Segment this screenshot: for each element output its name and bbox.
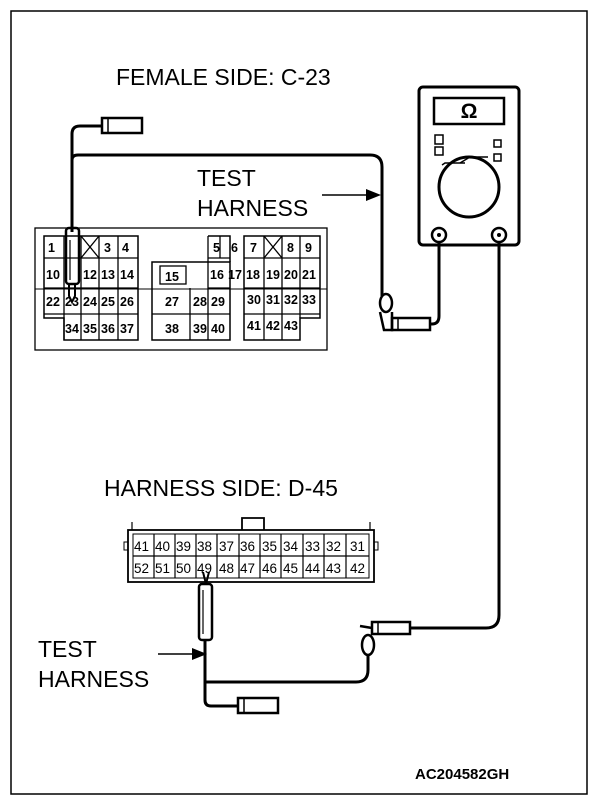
female-side-label: FEMALE SIDE: C-23 [116, 64, 331, 90]
pin-label: 39 [176, 539, 191, 554]
pin-label: 38 [197, 539, 212, 554]
pin-label: 49 [197, 561, 212, 576]
meter-display [432, 96, 506, 126]
pin-label: 28 [193, 295, 207, 309]
pin-label: 42 [350, 561, 365, 576]
pin-label: 52 [134, 561, 149, 576]
pin-label: 41 [134, 539, 149, 554]
pin-label: 46 [262, 561, 277, 576]
pin-label: 33 [302, 293, 316, 307]
lower-arrow [158, 648, 207, 660]
pin-label: 45 [283, 561, 298, 576]
test-harness-upper-line2: HARNESS [197, 195, 308, 221]
pin-label: 40 [155, 539, 170, 554]
pin-label: 38 [165, 322, 179, 336]
pin-label: 25 [101, 295, 115, 309]
figure-code: AC204582GH [415, 766, 509, 783]
pin-label: 17 [228, 268, 242, 282]
connector-d45: 41 40 39 38 37 36 35 34 33 32 31 52 51 5… [123, 517, 379, 583]
pin-label: 21 [302, 268, 316, 282]
pin-label: 27 [165, 295, 179, 309]
upper-probe [64, 226, 81, 305]
pin-label: 50 [176, 561, 191, 576]
pin-label: 14 [120, 268, 134, 282]
pin-label: 36 [101, 322, 115, 336]
multimeter: Ω [417, 85, 521, 247]
test-harness-upper-line1: TEST [197, 165, 256, 191]
pin-label: 35 [262, 539, 277, 554]
pin-label: 15 [165, 270, 179, 284]
pin-label: 12 [83, 268, 97, 282]
pin-label: 16 [210, 268, 224, 282]
pin-label: 19 [266, 268, 280, 282]
pin-label: 26 [120, 295, 134, 309]
upper-arrow [322, 189, 381, 201]
test-harness-lower-line2: HARNESS [38, 666, 149, 692]
figure-frame [10, 10, 588, 795]
pin-label: 44 [305, 561, 321, 576]
pin-label: 48 [219, 561, 234, 576]
pin-label: 5 [213, 241, 220, 255]
pin-label: 31 [266, 293, 280, 307]
pin-label: 41 [247, 319, 261, 333]
pin-label: 30 [247, 293, 261, 307]
connector-c23: 1 3 4 5 6 7 8 9 10 12 13 14 15 16 17 18 … [34, 227, 328, 351]
pin-label: 32 [326, 539, 341, 554]
meter-dial-icon [437, 155, 501, 219]
pin-label: 3 [104, 241, 111, 255]
pin-label: 6 [231, 241, 238, 255]
pin-label: 1 [48, 241, 55, 255]
pin-label: 29 [211, 295, 225, 309]
pin-label: 43 [326, 561, 341, 576]
pin-label: 22 [46, 295, 60, 309]
test-harness-lower-line1: TEST [38, 636, 97, 662]
pin-label: 34 [283, 539, 299, 554]
pin-label: 35 [83, 322, 97, 336]
pin-label: 24 [83, 295, 97, 309]
pin-label: 34 [65, 322, 79, 336]
pin-label: 20 [284, 268, 298, 282]
pin-label: 47 [240, 561, 255, 576]
pin-label: 42 [266, 319, 280, 333]
pin-label: 8 [287, 241, 294, 255]
pin-label: 10 [46, 268, 60, 282]
pin-label: 9 [305, 241, 312, 255]
pin-label: 36 [240, 539, 255, 554]
harness-side-label: HARNESS SIDE: D-45 [104, 475, 338, 501]
pin-label: 31 [350, 539, 365, 554]
ohm-icon: Ω [461, 100, 478, 123]
pin-label: 43 [284, 319, 298, 333]
pin-label: 51 [155, 561, 170, 576]
pin-label: 33 [305, 539, 320, 554]
pin-label: 32 [284, 293, 298, 307]
pin-label: 37 [120, 322, 134, 336]
pin-label: 18 [246, 268, 260, 282]
lower-probe [197, 571, 214, 642]
pin-label: 7 [250, 241, 257, 255]
pin-label: 39 [193, 322, 207, 336]
pin-label: 13 [101, 268, 115, 282]
pin-label: 4 [122, 241, 129, 255]
pin-label: 40 [211, 322, 225, 336]
pin-label: 37 [219, 539, 234, 554]
test-wires [70, 116, 501, 715]
